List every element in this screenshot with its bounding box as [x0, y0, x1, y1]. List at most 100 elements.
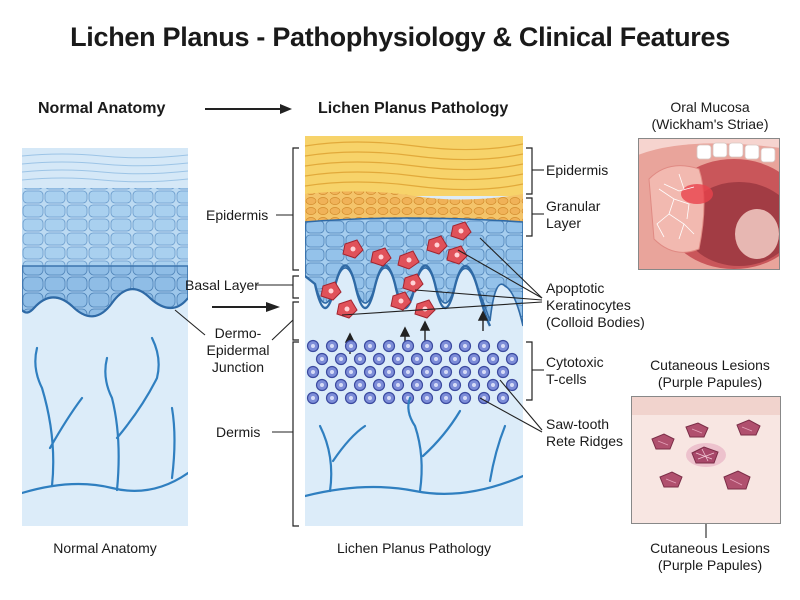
tcell-nucleus [339, 383, 343, 387]
page-title: Lichen Planus - Pathophysiology & Clinic… [70, 22, 730, 52]
label-granular-line2: Layer [546, 215, 582, 231]
tcell-nucleus [330, 344, 334, 348]
cutaneous-title: Cutaneous Lesions (Purple Papules) [625, 357, 795, 391]
tcell-nucleus [453, 383, 457, 387]
tcell-nucleus [330, 370, 334, 374]
cutaneous-panel [631, 396, 781, 524]
label-dej-line1: Dermo- [214, 325, 262, 341]
caption-cutaneous-line2: (Purple Papules) [657, 557, 763, 573]
label-granular-layer: Granular Layer [546, 198, 600, 232]
tcell-nucleus [377, 357, 381, 361]
tcell-nucleus [358, 357, 362, 361]
tcell-nucleus [406, 370, 410, 374]
tcell-infiltrate [306, 339, 519, 405]
oral-mucosa-title: Oral Mucosa (Wickham's Striae) [630, 99, 790, 133]
tcell-nucleus [425, 370, 429, 374]
pathology-left-brackets [292, 147, 299, 527]
label-tcells-line1: Cytotoxic [546, 354, 604, 370]
header-arrow [205, 104, 292, 114]
tcell-nucleus [339, 357, 343, 361]
tcell-nucleus [320, 357, 324, 361]
pathology-header: Lichen Planus Pathology [318, 100, 509, 117]
oral-mucosa-illustration [639, 139, 779, 269]
tcell-nucleus [482, 370, 486, 374]
tcell-nucleus [387, 344, 391, 348]
label-dermis: Dermis [216, 424, 261, 440]
tcell-nucleus [444, 396, 448, 400]
caption-cutaneous: Cutaneous Lesions (Purple Papules) [620, 540, 800, 574]
caption-cutaneous-line1: Cutaneous Lesions [650, 540, 770, 556]
caption-pathology: Lichen Planus Pathology [336, 540, 492, 556]
cutaneous-title-line1: Cutaneous Lesions [650, 357, 770, 373]
tcell-nucleus [444, 344, 448, 348]
tcell-nucleus [510, 357, 514, 361]
label-dej: Dermo- Epidermal Junction [198, 325, 278, 376]
label-apoptotic: Apoptotic Keratinocytes (Colloid Bodies) [546, 280, 645, 331]
tcell-nucleus [349, 396, 353, 400]
normal-anatomy-header: Normal Anatomy [38, 100, 166, 117]
tcell-nucleus [434, 357, 438, 361]
tcell-nucleus [396, 383, 400, 387]
tcell-nucleus [501, 370, 505, 374]
tcell-nucleus [510, 383, 514, 387]
tcell-nucleus [330, 396, 334, 400]
tcell-nucleus [444, 370, 448, 374]
label-dej-line2: Epidermal [206, 342, 270, 358]
tcell-nucleus [311, 370, 315, 374]
tcell-nucleus [425, 344, 429, 348]
label-tcells: Cytotoxic T-cells [546, 354, 604, 388]
label-apoptotic-line3: (Colloid Bodies) [546, 314, 645, 330]
oral-title-line2: (Wickham's Striae) [651, 116, 769, 132]
tcell-nucleus [501, 396, 505, 400]
tcell-nucleus [463, 370, 467, 374]
tcell-nucleus [368, 344, 372, 348]
label-epidermis-left: Epidermis [206, 207, 269, 223]
tcell-nucleus [472, 383, 476, 387]
tcell-nucleus [358, 383, 362, 387]
tcell-nucleus [320, 383, 324, 387]
label-epidermis-right: Epidermis [546, 162, 609, 178]
cutaneous-illustration [632, 397, 780, 523]
tcell-nucleus [368, 370, 372, 374]
tcell-nucleus [434, 383, 438, 387]
label-apoptotic-line2: Keratinocytes [546, 297, 631, 313]
tcell-nucleus [463, 344, 467, 348]
label-dej-line3: Junction [211, 359, 265, 375]
tcell-nucleus [463, 396, 467, 400]
pathology-right-brackets [526, 147, 533, 401]
tcell-nucleus [387, 370, 391, 374]
tcell-nucleus [406, 344, 410, 348]
tcell-nucleus [349, 370, 353, 374]
tcell-nucleus [491, 357, 495, 361]
label-tcells-line2: T-cells [546, 371, 587, 387]
tcell-nucleus [377, 383, 381, 387]
oral-title-line1: Oral Mucosa [670, 99, 750, 115]
tcell-nucleus [453, 357, 457, 361]
label-sawtooth: Saw-tooth Rete Ridges [546, 416, 623, 450]
tcell-nucleus [425, 396, 429, 400]
tcell-nucleus [472, 357, 476, 361]
label-granular-line1: Granular [546, 198, 601, 214]
cutaneous-title-line2: (Purple Papules) [657, 374, 763, 390]
tcell-nucleus [311, 396, 315, 400]
pathology-diagram [305, 136, 523, 526]
oral-mucosa-panel [638, 138, 780, 270]
tcell-nucleus [482, 396, 486, 400]
label-sawtooth-line1: Saw-tooth [546, 416, 610, 432]
tcell-nucleus [349, 344, 353, 348]
tcell-nucleus [311, 344, 315, 348]
tcell-nucleus [387, 396, 391, 400]
tcell-nucleus [396, 357, 400, 361]
tcell-nucleus [415, 383, 419, 387]
normal-anatomy-diagram [22, 148, 188, 526]
tcell-nucleus [491, 383, 495, 387]
caption-normal: Normal Anatomy [53, 540, 157, 556]
tcell-nucleus [415, 357, 419, 361]
tcell-nucleus [368, 396, 372, 400]
label-apoptotic-line1: Apoptotic [546, 280, 605, 296]
label-sawtooth-line2: Rete Ridges [546, 433, 624, 449]
tcell-nucleus [482, 344, 486, 348]
tcell-nucleus [501, 344, 505, 348]
label-basal-layer: Basal Layer [185, 277, 259, 293]
